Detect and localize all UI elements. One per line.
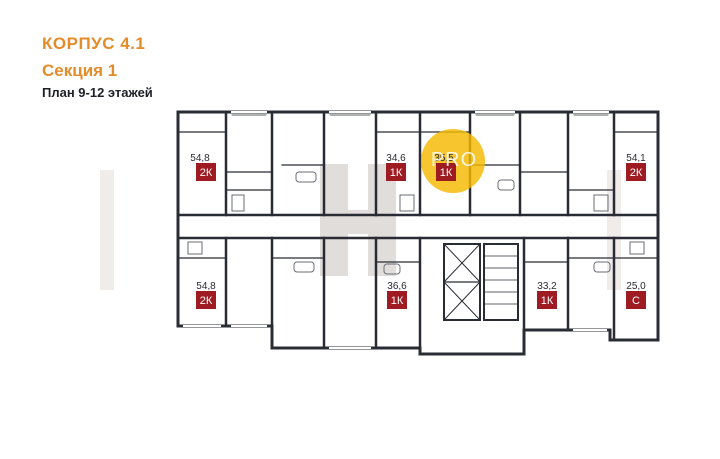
apt-type-badge xyxy=(626,291,646,309)
watermark-text: PRO xyxy=(431,149,477,171)
apt-type-label: 1К xyxy=(390,167,403,179)
watermark-logo xyxy=(320,164,396,276)
watermark-logo-cross xyxy=(100,170,621,290)
building-title: КОРПУС 4.1 xyxy=(42,34,146,53)
apt-area-label: 34,6 xyxy=(386,153,406,164)
apt-bottom-right[interactable]: 25,0 С xyxy=(626,281,646,309)
apt-type-badge xyxy=(387,291,407,309)
apt-type-badge xyxy=(196,163,216,181)
apt-area-label: 54,1 xyxy=(626,153,646,164)
apt-bottom-left[interactable]: 54,8 2К xyxy=(196,281,216,309)
apt-area-label: 36,6 xyxy=(387,281,407,292)
apt-top-mid[interactable]: 34,6 1К xyxy=(386,153,406,181)
floors-subtitle: План 9-12 этажей xyxy=(42,85,153,100)
apt-bottom-center-right[interactable]: 33,2 1К xyxy=(537,281,557,309)
bathroom-fixtures xyxy=(187,171,645,275)
apt-bottom-mid[interactable]: 36,6 1К xyxy=(387,281,407,309)
apt-area-label: 54,8 xyxy=(190,153,210,164)
apt-type-label: 2К xyxy=(630,167,643,179)
apt-type-label: 1К xyxy=(541,295,554,307)
apt-type-badge xyxy=(386,163,406,181)
apt-type-label: С xyxy=(632,295,640,307)
apt-area-label: 25,0 xyxy=(626,281,646,292)
apt-type-badge xyxy=(537,291,557,309)
apt-type-label: 1К xyxy=(440,167,453,179)
apt-top-highlight[interactable]: 35,5 1К PRO xyxy=(421,129,485,193)
apt-type-badge xyxy=(436,163,456,181)
apt-type-label: 2К xyxy=(200,167,213,179)
apt-area-label: 54,8 xyxy=(196,281,216,292)
apt-type-badge xyxy=(626,163,646,181)
section-title: Секция 1 xyxy=(42,61,118,80)
apt-area-label: 35,5 xyxy=(434,153,454,164)
apt-type-label: 2К xyxy=(200,295,213,307)
apt-area-label: 33,2 xyxy=(537,281,557,292)
apt-top-left[interactable]: 54,8 2К xyxy=(190,153,216,181)
apt-top-right[interactable]: 54,1 2К xyxy=(626,153,646,181)
apt-type-badge xyxy=(196,291,216,309)
walls xyxy=(176,110,660,356)
apt-type-label: 1К xyxy=(391,295,404,307)
